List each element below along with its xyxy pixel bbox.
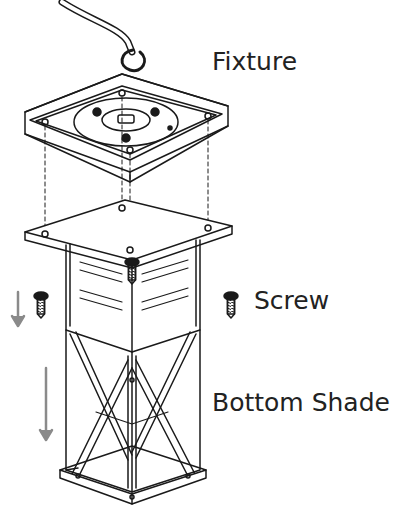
part-label: Fixture bbox=[212, 48, 297, 76]
direction-arrows bbox=[12, 292, 52, 440]
fixture-body bbox=[25, 74, 228, 182]
power-cable bbox=[62, 2, 145, 71]
part-label: Screw bbox=[254, 287, 329, 315]
screws bbox=[34, 258, 238, 318]
part-label: Bottom Shade bbox=[212, 389, 390, 417]
bottom-shade bbox=[25, 200, 232, 504]
